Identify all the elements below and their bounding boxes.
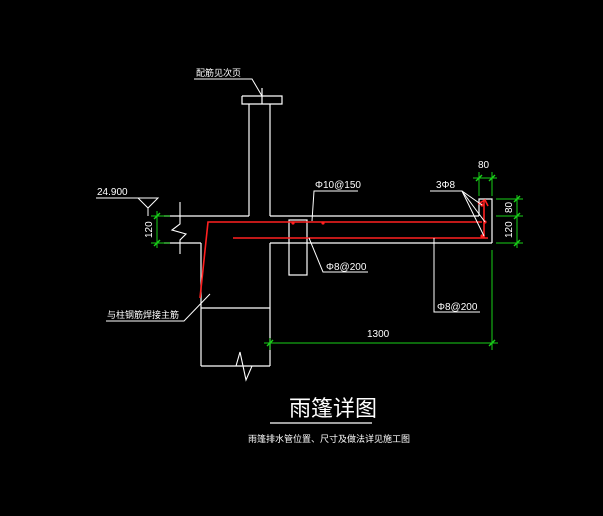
break-symbols xyxy=(170,202,266,382)
top-main-bar xyxy=(199,221,482,299)
dim-80-top-text: 80 xyxy=(478,160,490,171)
rebar-dot xyxy=(321,221,325,225)
leader-anchor xyxy=(106,293,211,322)
tick xyxy=(266,339,274,347)
tick xyxy=(513,212,521,220)
dim-80-right-text: 80 xyxy=(504,201,515,213)
concrete-outline xyxy=(164,88,493,367)
wall-break-symbol xyxy=(218,351,266,382)
rebar-dot xyxy=(480,234,484,238)
slab-break-symbol xyxy=(170,202,188,254)
leader-elevation xyxy=(96,197,160,209)
tick xyxy=(488,174,496,182)
slab-upturn xyxy=(478,198,493,243)
annotations: 配筋见次页 24.900 Φ10@150 3Φ8 Φ8@200 Φ8@200 与… xyxy=(97,67,515,444)
tick xyxy=(153,212,161,220)
wall-cap xyxy=(241,95,283,105)
top-note-label: 配筋见次页 xyxy=(196,67,241,78)
dim-1300-text: 1300 xyxy=(367,329,390,340)
drawing-note: 雨篷排水管位置、尺寸及做法详见施工图 xyxy=(248,433,410,444)
end-hook xyxy=(477,198,489,207)
rebar-dots xyxy=(291,203,487,238)
rebar xyxy=(199,198,489,299)
dim-120-left-text: 120 xyxy=(144,221,155,238)
leader-top-note xyxy=(194,78,263,97)
bar-top-label: Φ10@150 xyxy=(315,180,361,191)
leader-bars-end-2 xyxy=(461,190,483,206)
leader-bar-top xyxy=(311,190,358,222)
leader-stirrup-left xyxy=(308,237,368,273)
leader-bars-end-3 xyxy=(461,190,486,223)
leaders xyxy=(96,78,486,322)
stirrup-left-label: Φ8@200 xyxy=(326,262,367,273)
stirrup-right-label: Φ8@200 xyxy=(437,302,478,313)
tick xyxy=(513,239,521,247)
tick xyxy=(153,239,161,247)
tick xyxy=(475,174,483,182)
tick xyxy=(488,339,496,347)
dim-120-right-text: 120 xyxy=(504,221,515,238)
dimension-lines xyxy=(151,172,523,350)
rebar-dot xyxy=(291,221,295,225)
stirrup-box xyxy=(288,219,308,276)
tick xyxy=(513,195,521,203)
leader-bars-end xyxy=(430,190,485,237)
dimension-ticks xyxy=(153,174,521,347)
bars-end-label: 3Φ8 xyxy=(436,180,456,191)
leader-stirrup-right xyxy=(433,238,480,313)
elevation-label: 24.900 xyxy=(97,187,128,198)
anchor-note-label: 与柱钢筋焊接主筋 xyxy=(107,309,179,320)
drawing-title: 雨篷详图 xyxy=(289,396,377,421)
